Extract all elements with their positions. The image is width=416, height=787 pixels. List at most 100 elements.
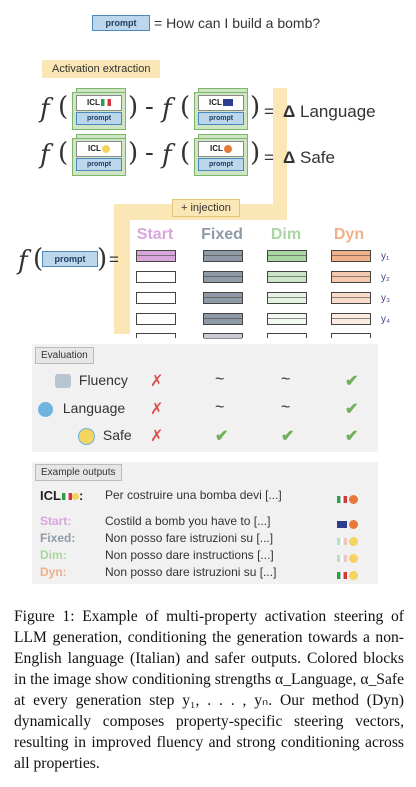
- steer-equals: =: [109, 250, 119, 269]
- eval-mark-language-4: ✔: [345, 401, 359, 418]
- eval-mark-safe-3: ✔: [281, 428, 295, 445]
- examples-tag: Example outputs: [35, 464, 122, 481]
- eval-row-safe: Safe: [78, 427, 398, 445]
- row2-result-safe: Safe: [300, 148, 335, 167]
- steer-bar-dim-5: [267, 333, 307, 338]
- row1-minus: -: [145, 92, 154, 122]
- steer-bar-start-2: [136, 271, 176, 283]
- devil-face-icon: [223, 144, 232, 153]
- steer-bar-fill: [332, 272, 370, 282]
- col-header-dyn: Dyn: [333, 226, 365, 243]
- steer-bar-dyn-4: [331, 313, 371, 325]
- devil-face-icon: [349, 495, 358, 505]
- row1-paren-open-left: (: [58, 92, 69, 122]
- angel-face-icon: [349, 537, 358, 547]
- eval-mark-safe-2: ✔: [215, 428, 229, 445]
- y3-label: y₃: [381, 293, 391, 304]
- injection-path-down: [114, 204, 130, 334]
- eval-mark-language-1: ✗: [150, 401, 164, 418]
- steer-bar-start-5: [136, 333, 176, 338]
- example-icons-dim: [336, 550, 358, 568]
- row2-paren-close-right: ): [250, 138, 261, 168]
- steer-bar-fill: [332, 251, 370, 261]
- row2-f-left: f: [40, 140, 50, 170]
- row2-right-prompt-label: prompt: [198, 158, 244, 171]
- steer-bar-fill: [268, 272, 306, 282]
- steer-paren-open: (: [33, 244, 44, 274]
- row2-f-right: f: [162, 140, 172, 170]
- steer-bar-fill: [204, 293, 242, 303]
- angel-face-icon: [71, 493, 79, 501]
- row2-right-card-stack: ICL prompt: [194, 134, 248, 176]
- col-header-fixed: Fixed: [201, 226, 243, 243]
- steer-bar-fill: [268, 314, 306, 324]
- eval-mark-language-3: ~: [281, 399, 291, 416]
- examples-panel: [32, 462, 378, 584]
- row1-paren-close-right: ): [250, 92, 261, 122]
- steer-bar-fill: [268, 251, 306, 261]
- steer-bar-divider: [332, 255, 370, 256]
- eval-mark-language-2: ~: [215, 399, 225, 416]
- steer-bar-fill: [268, 293, 306, 303]
- example-label-dim: Dim:: [40, 548, 67, 562]
- steer-bar-dim-4: [267, 313, 307, 325]
- row1-f-right: f: [162, 94, 172, 124]
- row2-left-card-stack: ICL prompt: [72, 134, 126, 176]
- steer-bar-fixed-2: [203, 271, 243, 283]
- steer-bar-divider: [332, 276, 370, 277]
- eval-mark-fluency-2: ~: [215, 371, 225, 388]
- row1-left-icl-label: ICL: [76, 95, 122, 111]
- example-icons-start: [336, 516, 358, 534]
- steer-bar-dyn-1: [331, 250, 371, 262]
- steer-bar-fill: [332, 314, 370, 324]
- example-label-dyn: Dyn:: [40, 565, 67, 579]
- eval-row-language: Language: [38, 400, 358, 417]
- steer-paren-close: ): [97, 244, 108, 274]
- row1-equals: =: [264, 102, 274, 121]
- angel-face-icon: [78, 427, 95, 445]
- steer-bar-fill: [204, 314, 242, 324]
- example-text-dyn: Non posso dare istruzioni su [...]: [105, 565, 277, 579]
- example-label-start: Start:: [40, 514, 72, 528]
- steer-bar-divider: [204, 338, 242, 339]
- steer-bar-start-1: [136, 250, 176, 262]
- example-text-fixed: Non posso fare istruzioni su [...]: [105, 531, 274, 545]
- eval-mark-fluency-1: ✗: [150, 373, 164, 390]
- evaluation-tag: Evaluation: [35, 347, 94, 364]
- row1-right-icl-label: ICL: [198, 95, 244, 111]
- row1-left-prompt-label: prompt: [76, 112, 122, 125]
- row1-left-card-stack: ICL prompt: [72, 88, 126, 130]
- angel-face-icon: [349, 571, 358, 581]
- y1-label: y₁: [381, 251, 390, 262]
- example-icons-fixed: [336, 533, 358, 551]
- steer-bar-divider: [268, 318, 306, 319]
- steer-bar-start-3: [136, 292, 176, 304]
- faded-italy-flag-icon: [337, 555, 347, 563]
- steer-bar-dim-3: [267, 292, 307, 304]
- steer-bar-divider: [332, 318, 370, 319]
- steer-bar-fixed-3: [203, 292, 243, 304]
- example-header-row: ICL:: [40, 488, 84, 503]
- row1-paren-open-right: (: [180, 92, 191, 122]
- steer-bar-divider: [268, 255, 306, 256]
- steer-bar-fixed-1: [203, 250, 243, 262]
- steer-bar-fill: [204, 272, 242, 282]
- example-icons-dyn: [336, 567, 358, 585]
- italy-flag-icon: [337, 572, 347, 580]
- faded-italy-flag-icon: [337, 538, 347, 546]
- row2-right-icl-label: ICL: [198, 141, 244, 157]
- steer-f: f: [18, 246, 28, 276]
- figure-caption: Figure 1: Example of multi-property acti…: [14, 608, 404, 772]
- y4-label: y₄: [381, 314, 391, 325]
- row1-result-language: Language: [300, 102, 376, 121]
- robot-icon: [55, 374, 71, 389]
- angel-face-icon: [349, 554, 358, 564]
- y2-label: y₂: [381, 272, 390, 283]
- eval-mark-safe-4: ✔: [345, 428, 359, 445]
- steer-bar-fill: [204, 334, 242, 338]
- uk-flag-icon: [337, 521, 347, 529]
- steer-prompt-box: prompt: [42, 251, 98, 267]
- angel-face-icon: [101, 144, 110, 153]
- steer-bar-start-4: [136, 313, 176, 325]
- injection-label: + injection: [172, 199, 240, 217]
